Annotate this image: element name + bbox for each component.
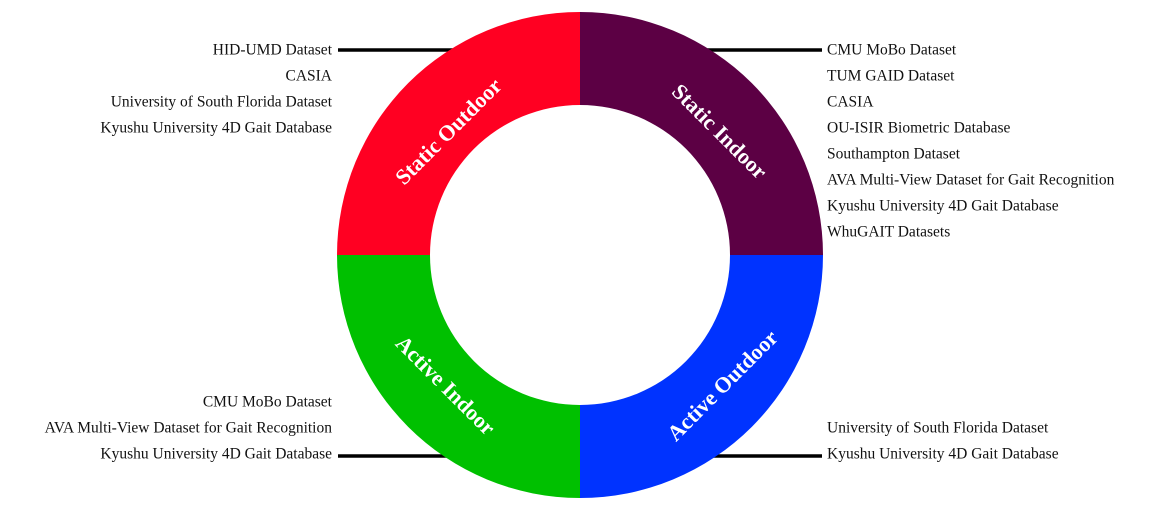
dataset-list-active-indoor: CMU MoBo Dataset AVA Multi-View Dataset … xyxy=(45,394,333,463)
list-item: Kyushu University 4D Gait Database xyxy=(100,446,332,463)
dataset-list-active-outdoor: University of South Florida Dataset Kyus… xyxy=(827,420,1059,463)
list-item: CASIA xyxy=(285,68,332,85)
segment-static-outdoor xyxy=(337,12,580,255)
list-item: AVA Multi-View Dataset for Gait Recognit… xyxy=(827,172,1115,189)
list-item: Southampton Dataset xyxy=(827,146,961,163)
list-item: HID-UMD Dataset xyxy=(213,42,333,59)
list-item: WhuGAIT Datasets xyxy=(827,224,950,241)
dataset-list-static-indoor: CMU MoBo Dataset TUM GAID Dataset CASIA … xyxy=(827,42,1115,241)
list-item: CASIA xyxy=(827,94,874,111)
list-item: University of South Florida Dataset xyxy=(827,420,1049,437)
list-item: Kyushu University 4D Gait Database xyxy=(827,446,1059,463)
segment-active-outdoor xyxy=(580,255,823,498)
list-item: AVA Multi-View Dataset for Gait Recognit… xyxy=(45,420,333,437)
dataset-list-static-outdoor: HID-UMD Dataset CASIA University of Sout… xyxy=(100,42,332,137)
list-item: Kyushu University 4D Gait Database xyxy=(827,198,1059,215)
list-item: CMU MoBo Dataset xyxy=(203,394,333,411)
segment-static-indoor xyxy=(580,12,823,255)
list-item: CMU MoBo Dataset xyxy=(827,42,957,59)
list-item: TUM GAID Dataset xyxy=(827,68,955,85)
list-item: Kyushu University 4D Gait Database xyxy=(100,120,332,137)
list-item: University of South Florida Dataset xyxy=(111,94,333,111)
list-item: OU-ISIR Biometric Database xyxy=(827,120,1010,137)
segment-active-indoor xyxy=(337,255,580,498)
